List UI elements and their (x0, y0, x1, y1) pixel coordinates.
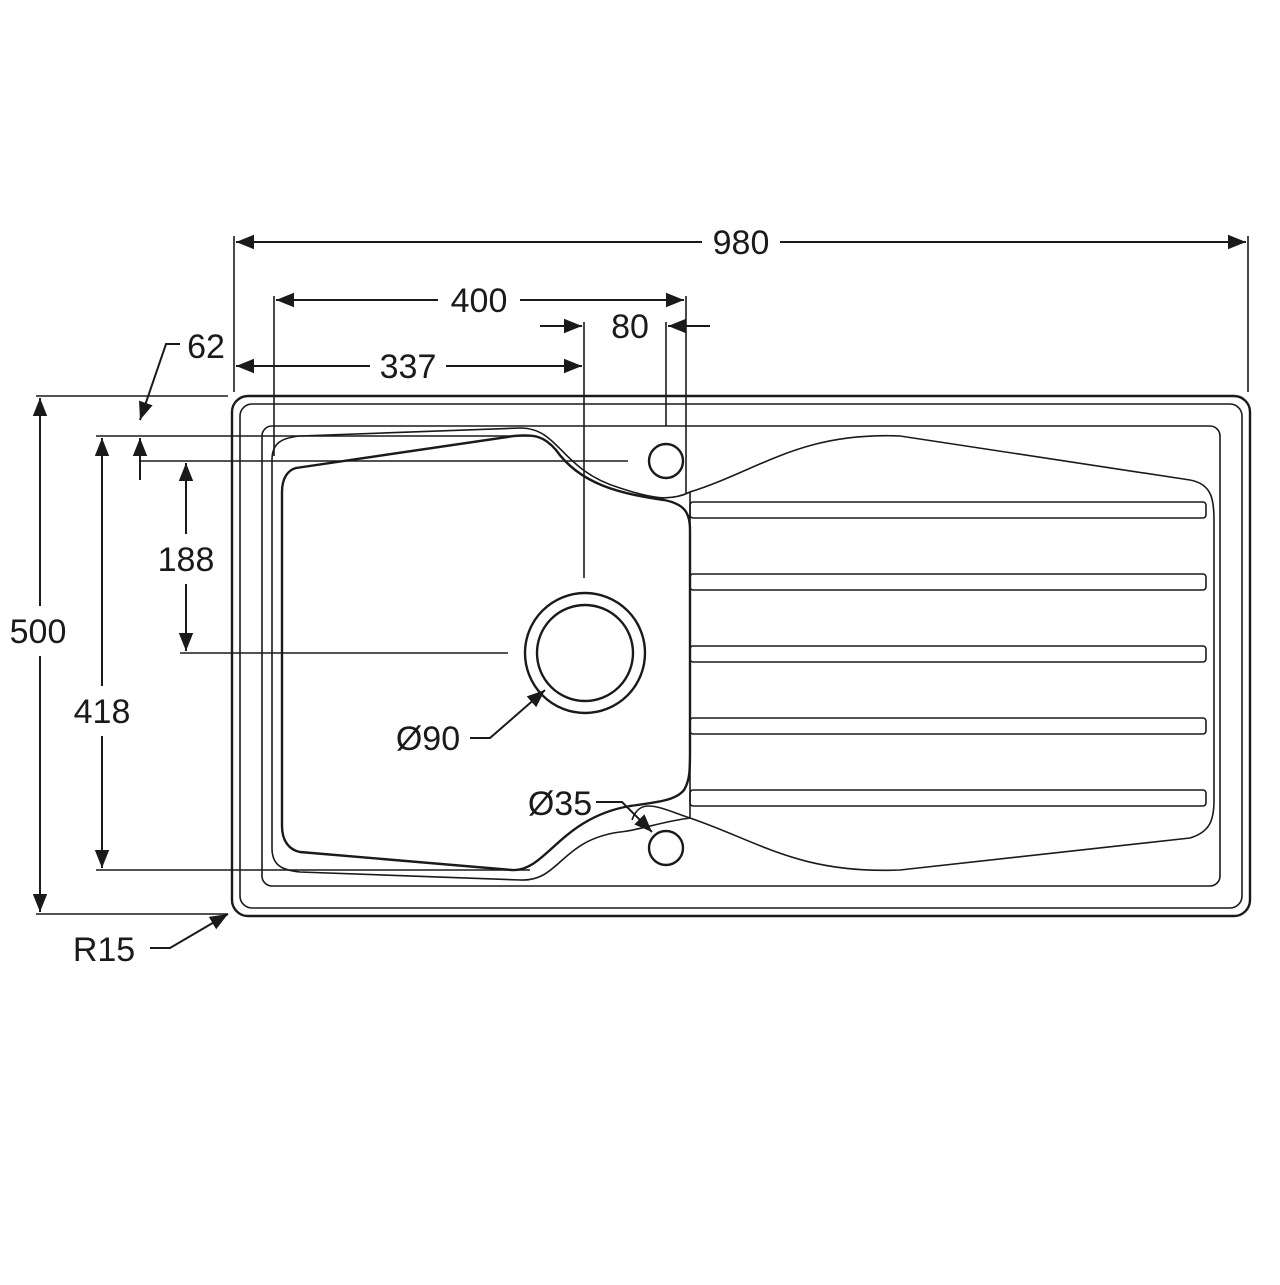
label-corner-radius: R15 (73, 931, 135, 969)
dimension-labels: 980 400 80 62 337 188 500 418 Ø90 Ø35 R1… (10, 224, 770, 969)
extension-lines (36, 236, 1249, 915)
groove (689, 645, 1207, 663)
label-bowl-to-waste: 337 (380, 348, 437, 386)
label-edge-offset: 62 (187, 328, 225, 366)
label-overall-width: 500 (10, 613, 67, 651)
deck-edge (261, 425, 1221, 887)
outer-rim (230, 394, 1252, 918)
drainer-grooves (689, 501, 1207, 807)
groove (689, 789, 1207, 807)
bowl-lip (271, 427, 691, 881)
label-tap-hole-offset: 80 (611, 308, 649, 346)
label-tap-hole-diameter: Ø35 (528, 785, 592, 823)
label-overall-length: 980 (713, 224, 770, 262)
label-waste-depth: 188 (158, 541, 215, 579)
groove (689, 501, 1207, 519)
sink-outline (230, 394, 1252, 918)
groove (689, 573, 1207, 591)
label-bowl-length: 418 (74, 693, 131, 731)
drainer-outline (631, 434, 1215, 872)
dimension-lines (32, 234, 1246, 912)
tap-hole-top (647, 442, 685, 480)
tap-hole-bottom (647, 829, 685, 867)
waste-inner-ring (535, 603, 635, 703)
label-bowl-width: 400 (451, 282, 508, 320)
bowl-basin (280, 434, 692, 872)
leader-lines (150, 689, 653, 949)
outer-rim-inner-edge (239, 403, 1243, 909)
waste-outer-ring (523, 591, 647, 715)
groove (689, 717, 1207, 735)
label-waste-diameter: Ø90 (396, 720, 460, 758)
